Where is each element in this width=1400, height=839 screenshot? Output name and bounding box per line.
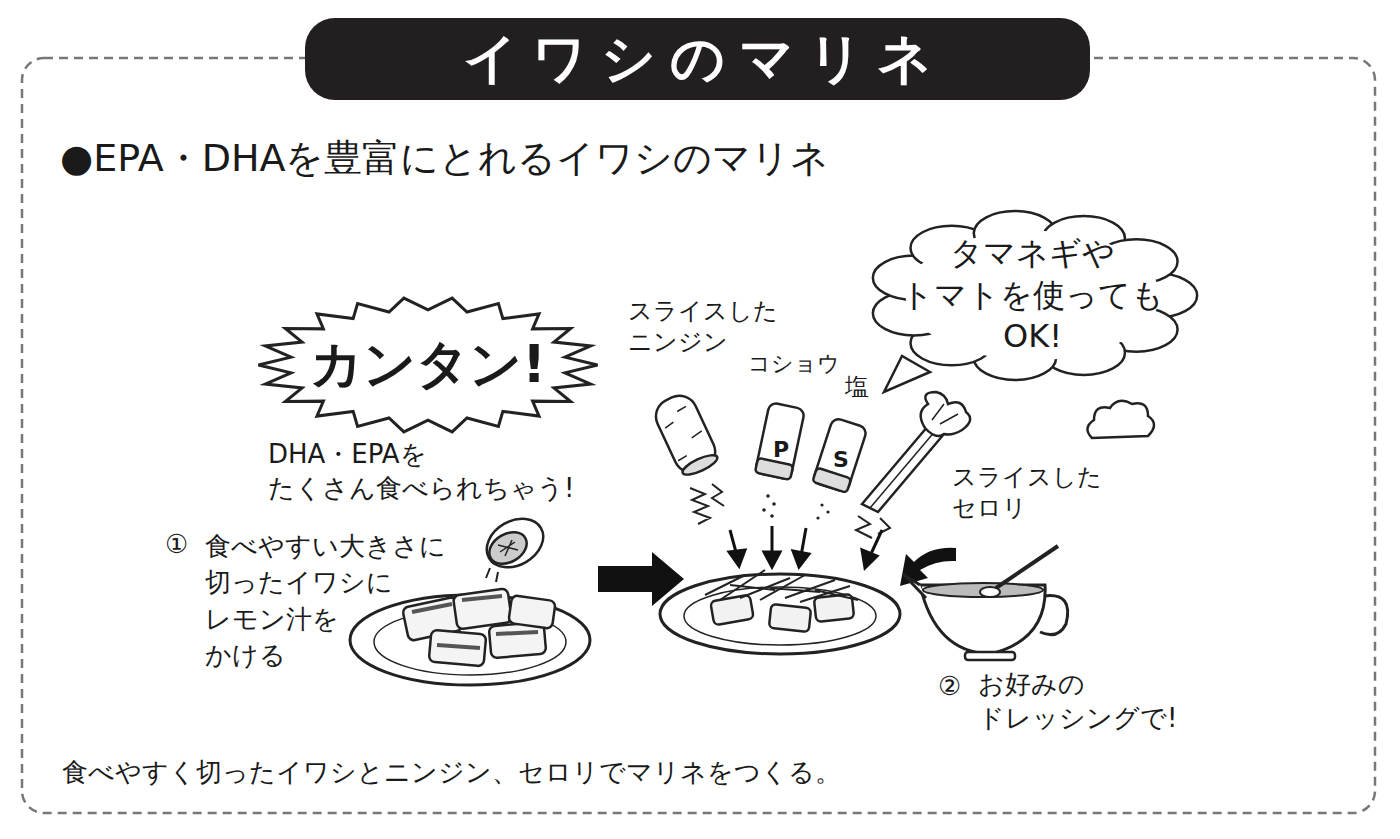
node-text: タマネギや トマトを使っても OK! <box>901 233 1164 358</box>
shaker-letter: P <box>773 436 789 465</box>
step-text: お好みの ドレッシングで! <box>978 668 1177 736</box>
ingredient-label: コショウ <box>748 350 840 379</box>
callout-burst: カンタン! <box>255 296 601 434</box>
title-banner <box>305 18 1090 100</box>
subtitle: ●EPA・DHAを豊富にとれるイワシのマリネ <box>60 134 829 183</box>
carrot <box>650 390 721 479</box>
ingredient-label: スライスした ニンジン <box>628 296 778 358</box>
salt-grains <box>816 503 829 519</box>
node-text: カンタン! <box>310 331 546 399</box>
celery <box>862 392 970 512</box>
pepper-grains <box>762 494 776 518</box>
ingredient-label: スライスした セロリ <box>952 462 1102 524</box>
step-text: 食べやすい大きさに 切ったイワシに レモン汁を かける <box>205 528 446 674</box>
ingredient-label: 塩 <box>845 372 869 403</box>
salt-shaker <box>812 417 867 493</box>
title-text: イワシのマリネ <box>305 18 1090 100</box>
bubble-tail <box>884 356 930 392</box>
doodle-cloud <box>1087 401 1154 438</box>
marinade-plate <box>660 570 900 654</box>
pepper-shaker <box>755 402 805 480</box>
shaker-letter: S <box>833 446 849 475</box>
celery-slices <box>856 516 890 538</box>
callout-number: ① <box>165 528 188 562</box>
carrot-shreds <box>690 484 724 524</box>
dressing-boat <box>903 546 1068 660</box>
speech-bubble: タマネギや トマトを使っても OK! <box>861 203 1204 388</box>
caption-text: 食べやすく切ったイワシとニンジン、セロリでマリネをつくる。 <box>62 756 841 790</box>
down-arrows <box>729 526 882 568</box>
starburst-outline <box>258 298 597 432</box>
dashed-frame <box>22 58 1375 813</box>
note-text: DHA・EPAを たくさん食べられちゃう! <box>268 438 574 506</box>
lemon <box>478 509 552 582</box>
callout-number: ② <box>938 670 961 704</box>
sardine-pieces <box>402 588 556 666</box>
